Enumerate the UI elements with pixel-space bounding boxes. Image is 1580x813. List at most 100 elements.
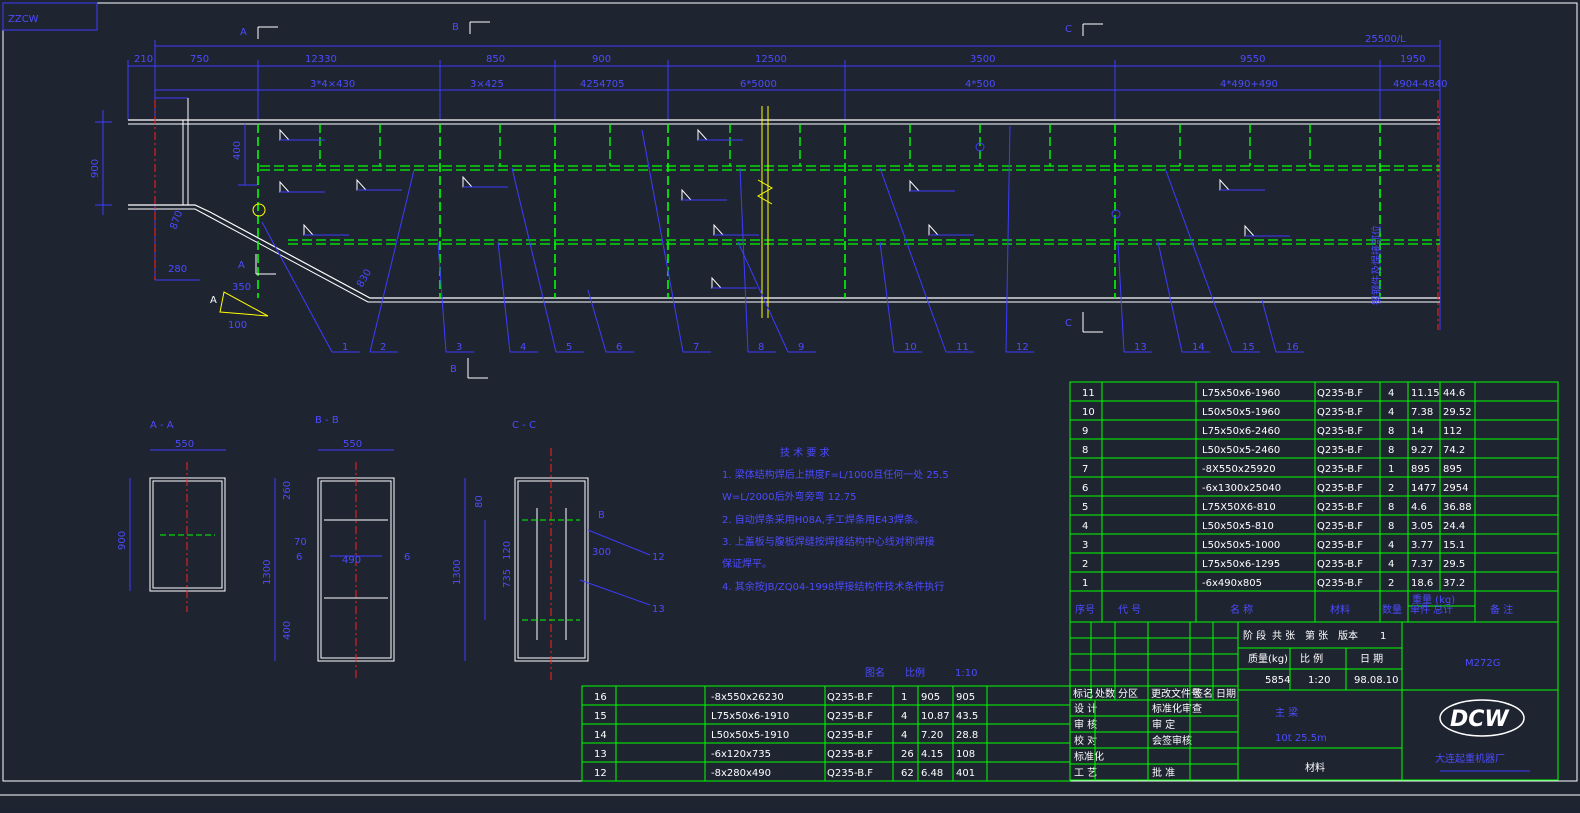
logo-text: DCW (1450, 707, 1510, 732)
balloon-8: 8 (758, 342, 764, 353)
ptop-cell: 74.2 (1443, 445, 1465, 456)
ptop-cell: 29.52 (1443, 407, 1472, 418)
ptop-cell: 15.1 (1443, 540, 1465, 551)
ptop-cell: L75x50x6-2460 (1202, 426, 1280, 437)
balloon-7: 7 (693, 342, 699, 353)
ptop-cell: L50x50x5-2460 (1202, 445, 1280, 456)
ptop-cell: 4 (1388, 407, 1394, 418)
weld-icon (279, 128, 291, 141)
ptop-cell: 3 (1082, 540, 1088, 551)
ptop-header: 序号 (1075, 603, 1095, 616)
pbot-cell: 6.48 (921, 768, 943, 779)
pbot-caption: 比例 (905, 666, 925, 679)
pbot-cell: 4 (901, 711, 907, 722)
pbot-cell: -8x280x490 (711, 768, 771, 779)
tech-item-1b: W=L/2000后外弯旁弯 12.75 (722, 490, 856, 503)
pbot-cell: 26 (901, 749, 914, 760)
balloon-12: 12 (1016, 342, 1029, 353)
dim-r2-5: 4*490+490 (1220, 79, 1278, 90)
ptop-cell: 11 (1082, 388, 1095, 399)
ptop-cell: 8 (1388, 445, 1394, 456)
section-title-c: C - C (512, 420, 536, 431)
ptop-cell: Q235-B.F (1317, 407, 1363, 418)
ptop-cell: 36.88 (1443, 502, 1472, 513)
tech-item-1: 1. 梁体结构焊后上拱度F=L/1000且任何一处 25.5 (722, 468, 949, 481)
dim-r2-1: 3×425 (470, 79, 504, 90)
svg-text:120: 120 (502, 541, 513, 560)
ptop-cell: -6x490x805 (1202, 578, 1262, 589)
svg-text:260: 260 (282, 481, 293, 500)
ptop-cell: 895 (1411, 464, 1430, 475)
weld-icon (713, 223, 725, 236)
balloon-11: 11 (956, 342, 969, 353)
pbot-caption: 图名 (865, 666, 885, 679)
section-mark-3: A (238, 260, 245, 271)
ptop-cell: 2954 (1443, 483, 1468, 494)
ptop-cell: 9.27 (1411, 445, 1433, 456)
pbot-cell: 1 (901, 692, 907, 703)
ptop-cell: 1 (1388, 464, 1394, 475)
section-mark-0: A (240, 27, 247, 38)
ptop-cell: Q235-B.F (1317, 445, 1363, 456)
ptop-cell: Q235-B.F (1317, 578, 1363, 589)
ptop-cell: 2 (1388, 483, 1394, 494)
balloon-4: 4 (520, 342, 526, 353)
ptop-cell: 1477 (1411, 483, 1436, 494)
balloon-9: 9 (798, 342, 804, 353)
weld-icon (279, 180, 291, 193)
ptop-cell: L50x50x5-1000 (1202, 540, 1280, 551)
balloon-10: 10 (904, 342, 917, 353)
pbot-cell: 10.87 (921, 711, 950, 722)
rev-header: 标记 (1073, 688, 1093, 700)
tb-date: 98.08.10 (1354, 675, 1399, 686)
svg-text:70: 70 (294, 537, 307, 548)
pbot-cell: 7.20 (921, 730, 943, 741)
ptop-cell: 2 (1388, 578, 1394, 589)
ptop-cell: 5 (1082, 502, 1088, 513)
dim-r2-6: 4904-4840 (1393, 79, 1448, 90)
svg-text:550: 550 (343, 439, 362, 450)
svg-text:830: 830 (355, 267, 374, 289)
ptop-cell: 8 (1388, 521, 1394, 532)
company-logo: DCW 大连起重机器厂 (1435, 699, 1530, 772)
pbot-cell: L50x50x5-1910 (711, 730, 789, 741)
pbot-cell: 108 (956, 749, 975, 760)
pbot-cell: 62 (901, 768, 914, 779)
svg-text:6: 6 (296, 552, 302, 563)
svg-text:350: 350 (232, 282, 251, 293)
pbot-cell: 4 (901, 730, 907, 741)
balloon-2: 2 (380, 342, 386, 353)
weld-icon (697, 128, 709, 141)
sign-label: 审 核 (1074, 718, 1097, 731)
svg-text:13: 13 (652, 604, 665, 615)
tb-date-label: 日 期 (1360, 653, 1383, 665)
balloon-13: 13 (1134, 342, 1147, 353)
svg-text:900: 900 (90, 159, 101, 178)
weld-icon (928, 223, 940, 236)
slope-triangle (219, 291, 269, 317)
weld-icon (303, 223, 315, 236)
dim-r1-6: 3500 (970, 54, 995, 65)
balloon-15: 15 (1242, 342, 1255, 353)
ptop-header: 代 号 (1118, 604, 1141, 616)
weld-icon (711, 276, 723, 289)
ptop-cell: 4.6 (1411, 502, 1427, 513)
ptop-header-sub: 重量 (kg) (1412, 593, 1455, 606)
ptop-cell: -8X550x25920 (1202, 464, 1276, 475)
svg-text:80: 80 (474, 495, 485, 508)
dim-r1-5: 12500 (755, 54, 787, 65)
ptop-header: 数量 (1382, 603, 1402, 616)
ptop-header: 备 注 (1490, 603, 1513, 616)
balloon-6: 6 (616, 342, 622, 353)
ptop-cell: L75x50x6-1960 (1202, 388, 1280, 399)
pbot-cell: 28.8 (956, 730, 978, 741)
svg-text:1300: 1300 (452, 560, 463, 585)
ptop-cell: 6 (1082, 483, 1088, 494)
svg-text:900: 900 (117, 531, 128, 550)
ptop-cell: 10 (1082, 407, 1095, 418)
section-title-b: B - B (315, 415, 339, 426)
ptop-cell: 8 (1388, 502, 1394, 513)
section-views: A - A 550 900 B - B 550 490 1300 260 400… (117, 415, 665, 680)
